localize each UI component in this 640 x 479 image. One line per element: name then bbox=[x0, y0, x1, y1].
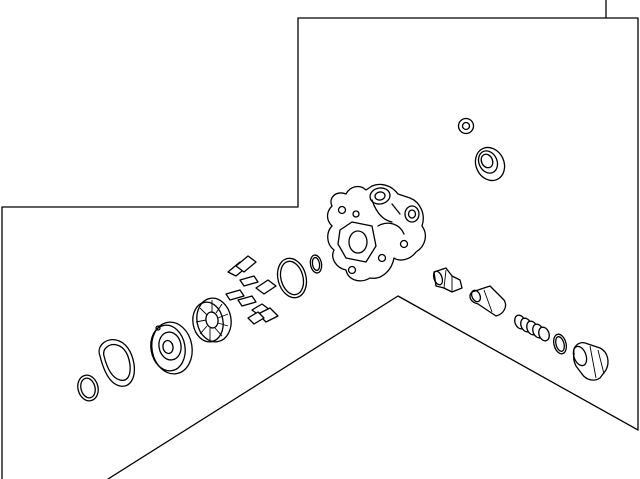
o-ring-housing bbox=[77, 374, 99, 402]
fitting bbox=[432, 267, 463, 293]
shaft-seal bbox=[474, 146, 506, 182]
plug bbox=[572, 342, 609, 381]
spring bbox=[514, 314, 550, 342]
o-ring-plug bbox=[553, 333, 567, 355]
flow-control-valve bbox=[469, 285, 507, 317]
pump-housing bbox=[326, 183, 427, 282]
rotor bbox=[192, 297, 232, 343]
seal-ring-small bbox=[457, 117, 475, 135]
gasket bbox=[98, 339, 136, 387]
vanes bbox=[225, 255, 279, 325]
pressure-plate bbox=[150, 321, 193, 375]
o-ring-large bbox=[276, 257, 308, 299]
o-ring-small-left bbox=[309, 254, 323, 274]
